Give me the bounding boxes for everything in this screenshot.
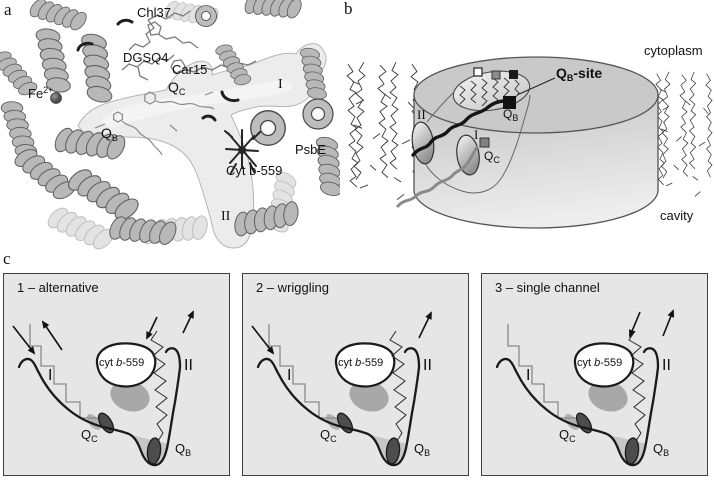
panel-label-a: a [4, 0, 12, 19]
cavity-highlight [100, 80, 293, 128]
label-channel-i: I [526, 367, 531, 384]
label-qb: QB [653, 441, 670, 458]
arrow-in-right [629, 311, 641, 338]
label-cyt-b559: cyt b-559 [577, 357, 623, 369]
panel-label-b: b [344, 0, 353, 18]
mechanism-title: 2 – wriggling [256, 280, 329, 295]
arrows [629, 309, 675, 338]
arrow-out-right [418, 311, 432, 339]
cavity-outline [424, 92, 531, 194]
mechanism-drawing-1 [12, 310, 194, 467]
label-helix-i: I [278, 77, 283, 92]
label-qb: QB [503, 107, 519, 123]
label-psbe: PsbE [295, 142, 327, 157]
label-channel-i: I [474, 127, 479, 142]
label-helix-ii: II [221, 209, 231, 224]
membrane-lipids-right [655, 71, 713, 197]
channel-i-opening [456, 134, 480, 176]
label-channel-i: I [287, 367, 292, 384]
mechanism-drawing-2 [251, 311, 432, 467]
label-qb-site: QB-site [556, 65, 603, 83]
arrow-in-left [12, 325, 36, 355]
arrow-out-right [662, 309, 675, 337]
arrow-out-right [182, 310, 194, 334]
quinone-square-black [509, 70, 518, 79]
label-qc: QC [168, 79, 186, 97]
quinone-square-gray [491, 70, 501, 80]
membrane-lipids-left [346, 61, 420, 201]
qc-tail [396, 145, 479, 208]
arrow-in-right [146, 316, 158, 340]
label-channel-ii: II [662, 357, 671, 374]
label-qc: QC [81, 427, 98, 444]
lipid-dgsq4-sticks [121, 54, 175, 81]
qc-square [479, 137, 490, 148]
quinone-square-open [473, 67, 483, 77]
label-channel-i: I [48, 367, 53, 384]
label-channel-ii: II [184, 357, 193, 374]
label-qb: QB [101, 125, 118, 143]
label-dgsq4: DGSQ4 [123, 50, 169, 65]
arrow-out-left [41, 320, 63, 351]
label-qc: QC [559, 427, 576, 444]
label-qc: QC [320, 427, 337, 444]
label-qb: QB [175, 441, 192, 458]
label-channel-ii: II [417, 107, 426, 122]
mechanism-drawing-3 [495, 309, 675, 467]
arrows [251, 311, 432, 355]
panel-a-structure [0, 0, 340, 252]
fe-sphere [50, 92, 62, 104]
mechanism-box-1: 1 – alternative I II cyt b-559 QC QB [3, 273, 230, 476]
mechanism-title: 1 – alternative [17, 280, 99, 295]
arrow-in-left [251, 325, 275, 355]
quinone-sticks [94, 91, 215, 156]
label-cavity: cavity [660, 208, 694, 223]
mechanism-box-3: 3 – single channel I II cyt b-559 QC QB [481, 273, 708, 476]
mechanism-box-2: 2 – wriggling I II cyt b-559 QC QB [242, 273, 469, 476]
chlorophyll-sticks [128, 10, 199, 51]
heme-sticks [224, 129, 261, 174]
label-fe2: Fe2+ [28, 85, 54, 101]
panel-label-c: c [3, 249, 11, 268]
protein-disc [413, 56, 659, 229]
label-qc: QC [484, 149, 500, 165]
label-cyt-b559: cyt b-559 [99, 357, 145, 369]
label-channel-ii: II [423, 357, 432, 374]
mechanism-title: 3 – single channel [495, 280, 600, 295]
arrows [12, 310, 194, 355]
label-cyt-b559: Cyt b-559 [226, 163, 283, 178]
carotenoid-sticks [170, 59, 257, 74]
qb-square [503, 96, 516, 109]
label-car15: Car15 [172, 62, 208, 77]
qb-site-pointer [516, 77, 556, 96]
label-cytoplasm: cytoplasm [644, 43, 703, 58]
panel-b-scheme [346, 56, 713, 229]
label-qb: QB [414, 441, 431, 458]
qb-tail [411, 99, 507, 157]
dark-ribbon-edges [76, 18, 240, 122]
label-cyt-b559: cyt b-559 [338, 357, 384, 369]
label-chl37: Chl37 [137, 5, 171, 20]
